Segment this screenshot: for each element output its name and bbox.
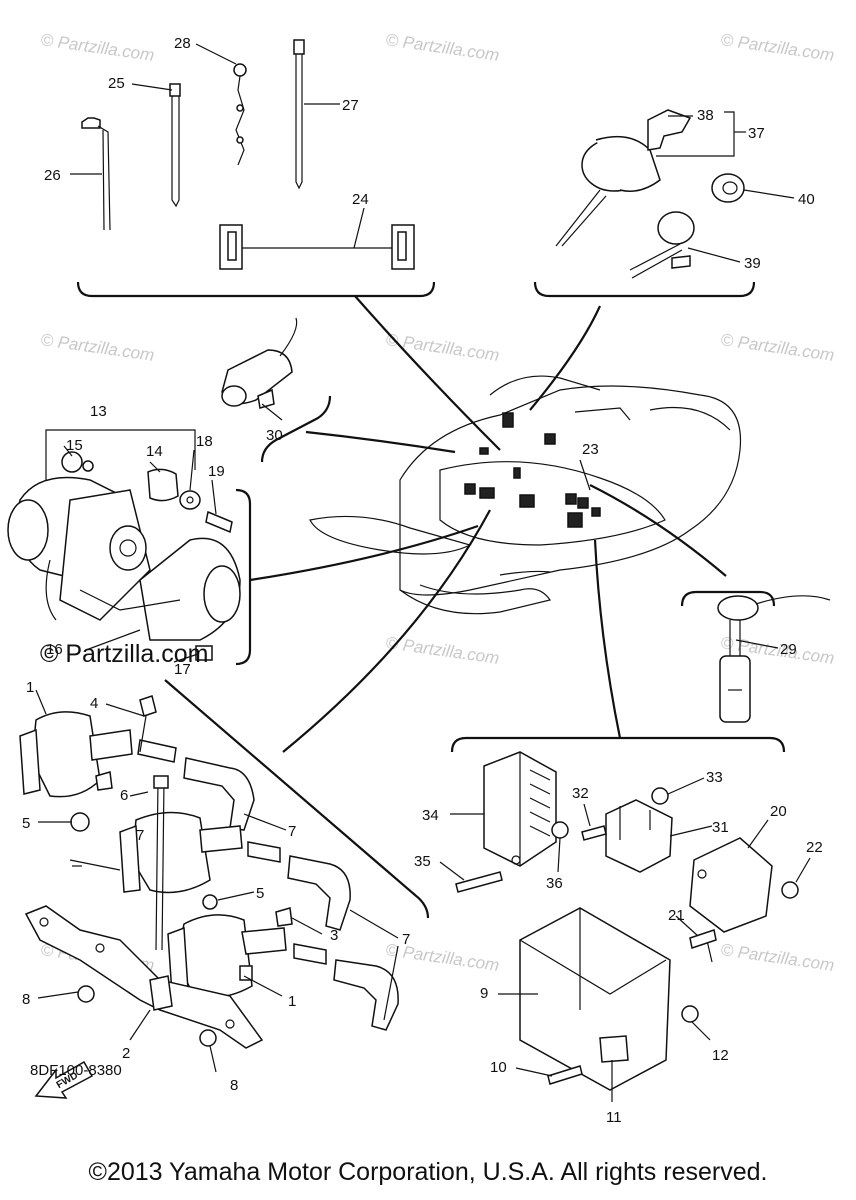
callout-label: 22 bbox=[806, 839, 823, 856]
callout-label: 19 bbox=[208, 463, 225, 480]
callout-label: 7 bbox=[136, 827, 144, 844]
callout-label: 13 bbox=[90, 403, 107, 420]
callout-label: 12 bbox=[712, 1047, 729, 1064]
callout-label: 8 bbox=[230, 1077, 238, 1094]
callout-label: 24 bbox=[352, 191, 369, 208]
watermark: © Partzilla.com bbox=[719, 940, 835, 975]
callout-label: 2 bbox=[122, 1045, 130, 1062]
callout-label: 27 bbox=[342, 97, 359, 114]
callout-label: 40 bbox=[798, 191, 815, 208]
callout-label: 38 bbox=[697, 107, 714, 124]
callout-label: 20 bbox=[770, 803, 787, 820]
callout-label: 5 bbox=[22, 815, 30, 832]
callout-label: 11 bbox=[606, 1109, 622, 1126]
callout-label: 10 bbox=[490, 1059, 507, 1076]
callout-label: 7 bbox=[288, 823, 296, 840]
watermark: © Partzilla.com bbox=[39, 30, 155, 65]
callout-label: 39 bbox=[744, 255, 761, 272]
group-brackets bbox=[76, 281, 786, 919]
callout-label: 31 bbox=[712, 819, 729, 836]
fuel-sender bbox=[717, 595, 831, 723]
diagram-code: 8DF100-8380 bbox=[30, 1062, 122, 1079]
callout-label: 33 bbox=[706, 769, 723, 786]
callout-label: 5 bbox=[256, 885, 264, 902]
callout-label: 1 bbox=[26, 679, 34, 696]
ignition-coils bbox=[19, 695, 399, 1049]
electrical-boxes bbox=[455, 751, 799, 1091]
callout-label: 4 bbox=[90, 695, 98, 712]
callout-label: 15 bbox=[66, 437, 83, 454]
watermark-bold: © Partzilla.com bbox=[40, 640, 209, 668]
main-switch-parts bbox=[555, 109, 745, 279]
callout-label: 35 bbox=[414, 853, 431, 870]
callout-label: 17 bbox=[174, 661, 191, 678]
callout-label: 6 bbox=[120, 787, 128, 804]
callout-label: 8 bbox=[22, 991, 30, 1008]
callout-label: 7 bbox=[402, 931, 410, 948]
callout-label: 14 bbox=[146, 443, 163, 460]
callout-label: 23 bbox=[582, 441, 599, 458]
callout-label: 16 bbox=[46, 641, 63, 658]
condenser-part bbox=[221, 317, 298, 409]
callout-label: 30 bbox=[266, 427, 283, 444]
callout-label: 36 bbox=[546, 875, 563, 892]
watermark: © Partzilla.com bbox=[719, 330, 835, 365]
callout-label: 34 bbox=[422, 807, 439, 824]
watermark: © Partzilla.com bbox=[384, 30, 500, 65]
callout-label: 37 bbox=[748, 125, 765, 142]
copyright-notice: ©2013 Yamaha Motor Corporation, U.S.A. A… bbox=[88, 1158, 768, 1186]
callout-label: 21 bbox=[668, 907, 685, 924]
callout-label: 32 bbox=[572, 785, 589, 802]
fwd-arrow-icon: FWD bbox=[34, 1060, 94, 1099]
watermark: © Partzilla.com bbox=[719, 30, 835, 65]
watermark: © Partzilla.com bbox=[39, 330, 155, 365]
callout-label: 1 bbox=[288, 993, 296, 1010]
starter-motor bbox=[7, 429, 241, 661]
callout-leaders bbox=[35, 43, 811, 1102]
callout-label: 28 bbox=[174, 35, 191, 52]
callout-label: 25 bbox=[108, 75, 125, 92]
snowmobile-outline bbox=[309, 375, 742, 615]
callout-label: 18 bbox=[196, 433, 213, 450]
callout-label: 9 bbox=[480, 985, 488, 1002]
callout-label: 3 bbox=[330, 927, 338, 944]
callout-label: 26 bbox=[44, 167, 61, 184]
wire-clamps bbox=[81, 39, 415, 270]
callout-label: 29 bbox=[780, 641, 797, 658]
callout-numbers: 1 1 2 3 4 5 5 6 7 7 7 8 8 9 10 11 12 13 … bbox=[22, 35, 823, 1126]
